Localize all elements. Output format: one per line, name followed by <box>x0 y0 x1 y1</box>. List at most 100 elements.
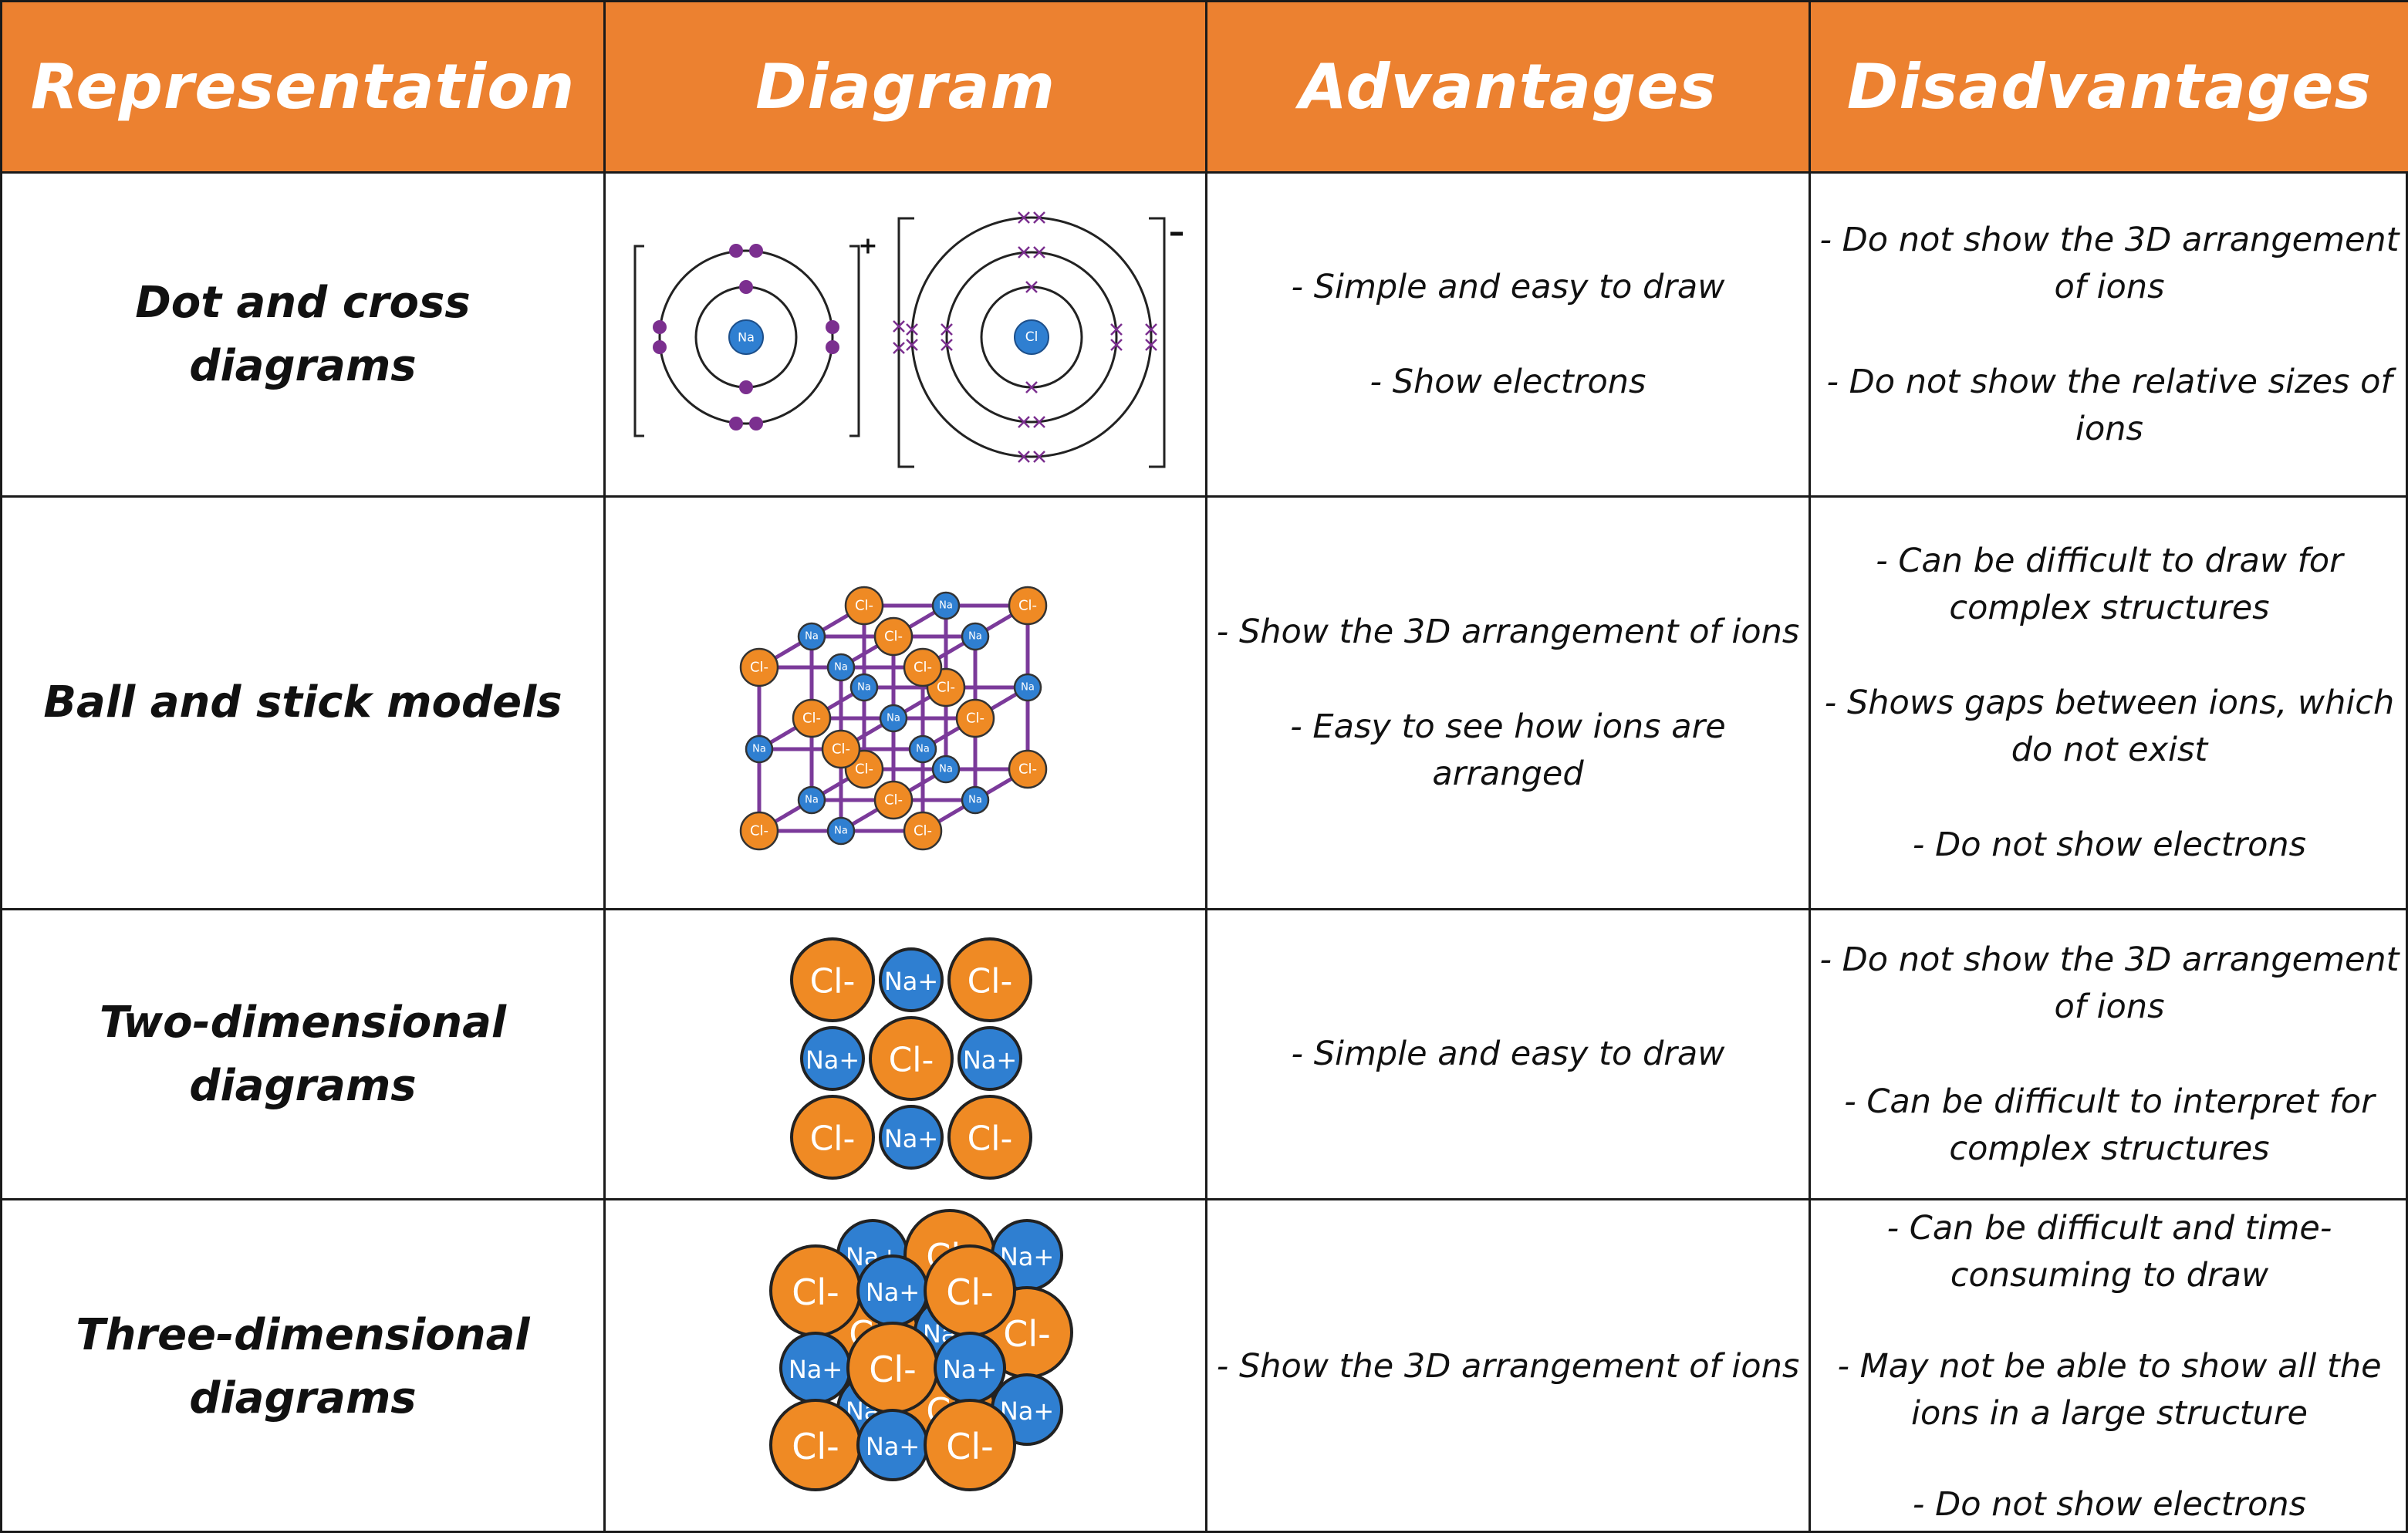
cl-ion-label: Cl- <box>913 659 931 675</box>
na-ion-label: Na <box>752 743 766 755</box>
cl-ion-label: Cl- <box>792 1426 839 1467</box>
electron-cross <box>1144 322 1157 336</box>
cl-ion-label: Cl- <box>749 659 768 675</box>
disadvantages-3d: - Can be difficult and time- consuming t… <box>1809 1198 2408 1533</box>
diagram-dot-cross: Na+Cl- <box>603 171 1205 495</box>
advantage-text: - Show electrons <box>1369 362 1646 401</box>
electron-dot <box>652 339 667 354</box>
cl-ion-ball <box>873 616 913 656</box>
na-ion-ball <box>799 1025 865 1091</box>
cl-ion-ball <box>844 586 883 625</box>
electron-cross <box>1032 450 1045 463</box>
advantages-ball-stick: - Show the 3D arrangement of ions - Easy… <box>1205 495 1809 908</box>
cl-ion-label: Cl- <box>809 961 855 1001</box>
electron-shell <box>910 216 1152 458</box>
disadvantage-text: complex structures <box>1949 588 2270 627</box>
cl-ion-ball <box>903 811 942 850</box>
disadvantages-2d: - Do not show the 3D arrangement of ions… <box>1809 908 2408 1198</box>
electron-cross <box>940 338 953 351</box>
bracket-right <box>849 245 860 437</box>
na-ion-label: Na <box>968 794 982 805</box>
cl-ion-label: Cl- <box>1018 597 1036 613</box>
cl-ion-ball <box>868 1015 954 1101</box>
representation-line: Three-dimensional <box>76 1309 530 1360</box>
na-ion-ball <box>745 734 773 763</box>
representation-ball-stick: Ball and stick models <box>0 495 603 908</box>
cl-ion-ball <box>739 811 778 850</box>
na-ion-label: Na+ <box>962 1045 1016 1075</box>
representation-line: diagrams <box>189 1060 417 1111</box>
header-advantages: Advantages <box>1205 0 1809 171</box>
advantages-dot-cross: - Simple and easy to draw - Show electro… <box>1205 171 1809 495</box>
cl-ion-ball <box>792 698 831 738</box>
disadvantage-text: - Do not show electrons <box>1912 825 2307 864</box>
advantage-text: - Simple and easy to draw <box>1291 267 1725 306</box>
na-ion-ball <box>931 755 960 783</box>
representation-label: Ball and stick models <box>43 677 562 728</box>
cl-ion-label: Cl- <box>1003 1313 1051 1355</box>
na-ion-ball <box>1013 673 1042 701</box>
representation-dot-cross: Dot and cross diagrams <box>0 171 603 495</box>
representation-line: diagrams <box>189 1373 417 1423</box>
na-symbol-label: Na <box>738 329 755 344</box>
cl-symbol-label: Cl <box>1025 329 1038 345</box>
dot-cross-diagram: Na+Cl- <box>633 211 1183 468</box>
advantage-text: - Show the 3D arrangement of ions <box>1216 1347 1800 1386</box>
electron-cross <box>1109 338 1123 351</box>
disadvantage-text: - May not be able to show all the <box>1837 1347 2382 1386</box>
na-ion-label: Na+ <box>883 1124 937 1153</box>
disadvantage-text: - Do not show the relative sizes of <box>1826 362 2393 401</box>
na-ion-label: Na <box>834 661 848 673</box>
disadvantage-text: - Shows gaps between ions, which <box>1824 683 2395 722</box>
representation-2d: Two-dimensional diagrams <box>0 908 603 1198</box>
cl-ion-label: Cl- <box>809 1119 855 1158</box>
header-disadvantages: Disadvantages <box>1809 0 2408 171</box>
na-ion-ball <box>931 591 960 620</box>
electron-shell <box>658 249 833 424</box>
cl-ion-ball <box>1008 749 1047 788</box>
na-ion-label: Na <box>857 681 871 693</box>
disadvantage-text: of ions <box>2054 267 2165 306</box>
electron-dot <box>738 279 753 294</box>
electron-cross <box>940 322 953 336</box>
cl-ion-ball <box>789 1094 875 1180</box>
electron-cross <box>1144 338 1157 351</box>
cl-ion-ball <box>947 937 1032 1022</box>
na-ion-ball <box>879 704 907 732</box>
electron-dot <box>728 416 743 431</box>
na-ion-label: Na <box>939 763 953 775</box>
na-ion-ball <box>961 785 989 814</box>
cl-ion-label: Cl- <box>888 1040 934 1079</box>
na-ion-label: Na+ <box>865 1278 919 1307</box>
cl-ion-ball <box>947 1094 1032 1180</box>
cl-ion-ball <box>923 1398 1016 1491</box>
disadvantage-text: consuming to draw <box>1950 1256 2269 1295</box>
cl-ion-ball <box>955 698 995 738</box>
cl-nucleus <box>1013 319 1049 355</box>
electron-cross <box>1032 245 1045 258</box>
na-ion-ball <box>878 1104 944 1170</box>
na-ion-ball <box>826 816 855 845</box>
bracket-right <box>1148 217 1165 468</box>
cl-ion-label: Cl- <box>1018 761 1036 777</box>
cl-ion-label: Cl- <box>749 822 768 839</box>
diagram-3d: Na+Cl-Na+Cl-Na+Cl-Na+Cl-Na+Cl-Na+Cl-Na+C… <box>603 1198 1205 1533</box>
na-ion-ball <box>849 673 878 701</box>
electron-cross <box>1017 211 1030 224</box>
representation-label: Dot and cross diagrams <box>135 277 471 391</box>
disadvantage-text: do not exist <box>2011 730 2208 769</box>
na-ion-label: Na+ <box>788 1355 842 1384</box>
disadvantage-text: ions <box>2075 409 2143 448</box>
electron-cross <box>1017 450 1030 463</box>
cl-ion-ball <box>903 647 942 687</box>
na-ion-label: Na+ <box>865 1432 919 1461</box>
cl-ion-ball <box>821 729 860 768</box>
na-ion-label: Na <box>834 825 848 836</box>
cl-ion-label: Cl- <box>946 1426 994 1467</box>
disadvantage-text: ions in a large structure <box>1911 1394 2308 1433</box>
disadvantage-text: of ions <box>2054 987 2165 1026</box>
na-ion-ball <box>961 622 989 650</box>
